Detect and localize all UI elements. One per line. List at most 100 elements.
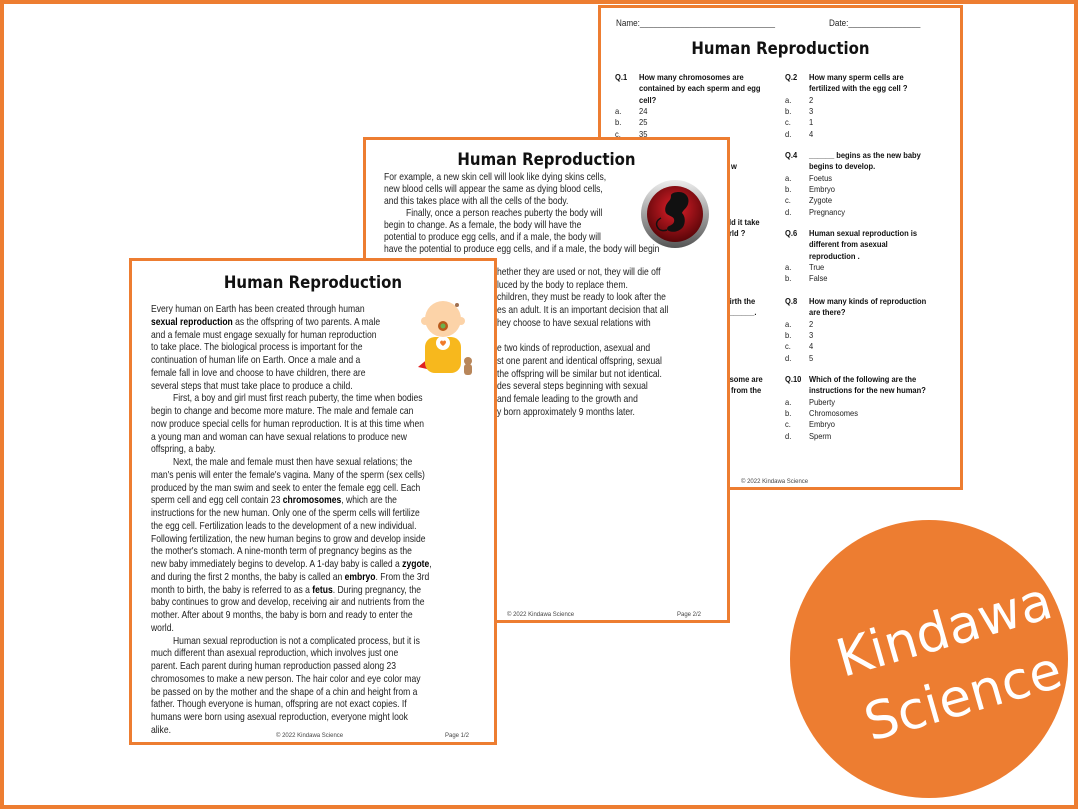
partial-question-text: from the <box>731 385 762 395</box>
option-letter: c. <box>785 419 791 430</box>
option-text: 1 <box>809 117 814 128</box>
text-segment: the mother's stomach. A nine-month term … <box>151 546 412 558</box>
text-segment: new baby immediately begins to develop. … <box>151 559 403 570</box>
option-letter: a. <box>785 172 792 183</box>
partial-text-line: st one parent and identical offspring, s… <box>497 355 662 367</box>
option-letter: d. <box>785 128 792 139</box>
option-text: 5 <box>809 352 814 363</box>
text-segment: and during the first 2 months, the baby … <box>151 571 345 583</box>
brand-badge: Kindawa Science <box>790 520 1068 798</box>
question-text: Which of the following are the <box>809 374 917 384</box>
text-segment: several steps that must take place to pr… <box>151 380 353 392</box>
text-segment: Human sexual reproduction is not a compl… <box>173 635 420 647</box>
text-line: humans were born using asexual reproduct… <box>151 712 408 724</box>
option-letter: d. <box>785 352 792 363</box>
text-line: alike. <box>151 725 171 737</box>
text-line: produced by the man swim and seek to ent… <box>151 483 420 495</box>
key-term: chromosomes <box>282 495 342 507</box>
text-line: Next, the male and female must then have… <box>173 457 412 469</box>
option-text: True <box>809 261 825 272</box>
text-line: new blood cells will appear the same as … <box>384 184 603 195</box>
page1-title: Human Reproduction <box>223 273 403 293</box>
question-text: reproduction . <box>809 250 860 261</box>
text-line: First, a boy and girl must first reach p… <box>173 393 423 405</box>
question-text: instructions for the new human? <box>809 385 926 396</box>
option-text: 3 <box>809 105 814 116</box>
text-segment: a young man and woman can have sexual re… <box>151 431 407 443</box>
reading-page-1: Human Reproduction Every human on Earth … <box>129 258 497 745</box>
option-text: Embryo <box>809 419 835 430</box>
question-text: contained by each sperm and egg <box>639 83 761 94</box>
text-line: man's penis will enter the female's vagi… <box>151 470 425 482</box>
question-text: fertilized with the egg cell ? <box>809 83 908 94</box>
text-segment: sperm cell and egg cell contain 23 <box>151 495 283 507</box>
text-segment: First, a boy and girl must first reach p… <box>173 393 423 405</box>
question-text: How many kinds of reproduction <box>809 296 927 306</box>
text-segment: month to birth, the baby is referred to … <box>151 584 313 596</box>
option-letter: d. <box>785 430 792 441</box>
partial-text-line: hey choose to have sexual relations with <box>497 317 651 329</box>
option-text: 24 <box>639 105 648 116</box>
text-segment: to take place. The biological process is… <box>151 342 363 354</box>
date-field-label: Date:________________ <box>829 18 921 28</box>
option-letter: c. <box>785 117 791 128</box>
text-line: and a female must engage sexually for hu… <box>151 330 376 342</box>
option-letter: b. <box>785 407 792 418</box>
partial-text-line: hether they are used or not, they will d… <box>497 267 661 278</box>
text-segment: now produce special cells for human repr… <box>151 418 425 430</box>
question-text: cell? <box>639 94 657 105</box>
text-segment: chromosomes to make a new person. The ha… <box>151 673 421 685</box>
option-letter: b. <box>785 105 792 116</box>
text-segment: Every human on Earth has been created th… <box>151 304 365 315</box>
text-segment: much different than asexual reproduction… <box>151 648 399 660</box>
text-segment: Next, the male and female must then have… <box>173 457 413 468</box>
text-line: world. <box>151 623 174 635</box>
option-letter: b. <box>785 329 792 340</box>
question-text: Human sexual reproduction is <box>809 228 918 238</box>
text-line: Following fertilization, the new human b… <box>151 534 425 546</box>
option-letter: a. <box>785 396 792 407</box>
question-text: different from asexual <box>809 239 888 250</box>
option-text: Sperm <box>809 430 832 441</box>
option-letter: a. <box>615 105 622 116</box>
text-segment: , which are the <box>341 495 397 507</box>
baby-illustration-icon <box>418 301 472 375</box>
text-segment: offspring, a baby. <box>151 444 216 456</box>
option-letter: d. <box>785 206 792 217</box>
partial-text-line: children, they must be ready to look aft… <box>497 292 666 304</box>
text-line: father. Though everyone is human, offspr… <box>151 699 407 711</box>
text-segment: world. <box>151 622 174 634</box>
option-text: Embryo <box>809 183 835 194</box>
key-term: embryo <box>344 571 376 583</box>
option-text: Foetus <box>809 172 833 183</box>
text-segment: , <box>429 559 432 570</box>
partial-question-text: _______. <box>725 307 757 317</box>
option-letter: b. <box>785 273 792 284</box>
text-line: For example, a new skin cell will look l… <box>384 172 607 183</box>
text-segment: Following fertilization, the new human b… <box>151 533 426 545</box>
partial-question-text: birth the <box>725 296 756 306</box>
text-line: parent. Each parent during human reprodu… <box>151 661 396 673</box>
partial-question-text: w <box>731 161 737 171</box>
key-term: sexual reproduction <box>151 316 233 328</box>
question-text: How many chromosomes are <box>639 72 744 82</box>
text-segment: alike. <box>151 724 171 736</box>
text-segment: father. Though everyone is human, offspr… <box>151 699 407 711</box>
text-line: baby continues to grow and develop, rece… <box>151 597 425 609</box>
partial-text-line: and female leading to the growth and <box>497 394 638 405</box>
text-line: female fall in love and choose to have c… <box>151 368 366 380</box>
text-line: begin to change and become more mature. … <box>151 406 413 418</box>
key-term: zygote <box>402 559 430 570</box>
text-line: a young man and woman can have sexual re… <box>151 432 407 444</box>
text-segment: as the offspring of two parents. A male <box>232 316 381 328</box>
question-number: Q.2 <box>785 72 798 82</box>
question-number: Q.10 <box>785 374 802 384</box>
text-line: and during the first 2 months, the baby … <box>151 572 429 584</box>
text-line: new baby immediately begins to develop. … <box>151 559 432 571</box>
option-text: 4 <box>809 341 814 352</box>
page2-footer: © 2022 Kindawa Science <box>507 612 575 618</box>
question-number: Q.6 <box>785 228 798 238</box>
text-line: begin to change. As a female, the body w… <box>384 220 582 231</box>
worksheet-title: Human Reproduction <box>691 39 870 59</box>
